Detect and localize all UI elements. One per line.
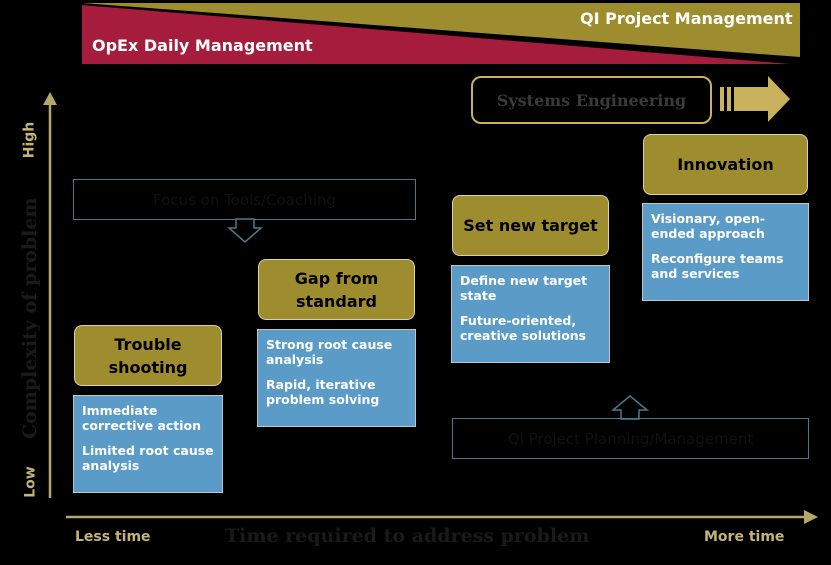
x-axis-title: Time required to address problem [225, 525, 590, 547]
stage-troubleshooting-header: Trouble shooting [74, 325, 222, 386]
focus-tools-label: Focus on Tools/Coaching [153, 190, 336, 209]
x-axis [66, 510, 818, 524]
stage-innovation-body: Visionary, open-ended approach Reconfigu… [642, 203, 809, 301]
stage-point: Reconfigure teams and services [651, 251, 784, 281]
qi-planning-label: QI Project Planning/Management [507, 429, 754, 448]
x-axis-less-label: Less time [75, 529, 151, 545]
stage-title: Innovation [677, 155, 774, 174]
right-arrow-icon [720, 76, 790, 122]
stage-point: Strong root cause analysis [266, 337, 393, 367]
stage-point: Define new target state [460, 273, 588, 303]
stage-point: Immediate corrective action [82, 403, 202, 433]
systems-engineering-label: Systems Engineering [496, 90, 687, 110]
stage-innovation-header: Innovation [643, 134, 808, 195]
focus-tools-box: Focus on Tools/Coaching [73, 179, 416, 220]
stage-title: Trouble shooting [108, 334, 188, 377]
management-banners [82, 3, 800, 64]
y-axis [43, 92, 57, 498]
opex-management-label: OpEx Daily Management [92, 36, 313, 55]
y-axis-high-label: High [21, 121, 38, 159]
y-axis-low-label: Low [22, 466, 39, 498]
opex-banner-wedge [82, 5, 790, 64]
up-arrow-icon [610, 395, 650, 420]
stage-point: Rapid, iterative problem solving [266, 377, 380, 407]
y-axis-title: Complexity of problem [19, 197, 41, 439]
stage-target-body: Define new target state Future-oriented,… [451, 265, 610, 363]
stage-title: Gap from standard [294, 268, 379, 311]
down-arrow-icon [227, 218, 263, 243]
x-axis-more-label: More time [704, 529, 785, 545]
stage-gap-header: Gap from standard [258, 259, 415, 320]
stage-gap-body: Strong root cause analysis Rapid, iterat… [257, 329, 416, 427]
stage-target-header: Set new target [452, 195, 609, 256]
qi-management-label: QI Project Management [580, 9, 793, 28]
stage-point: Limited root cause analysis [82, 443, 214, 473]
stage-point: Visionary, open-ended approach [651, 211, 765, 241]
stage-troubleshooting-body: Immediate corrective action Limited root… [73, 395, 223, 493]
stage-title: Set new target [463, 216, 598, 235]
qi-banner-wedge [82, 3, 800, 57]
systems-engineering-box: Systems Engineering [471, 76, 712, 124]
stage-point: Future-oriented, creative solutions [460, 313, 587, 343]
qi-planning-box: QI Project Planning/Management [452, 418, 809, 459]
